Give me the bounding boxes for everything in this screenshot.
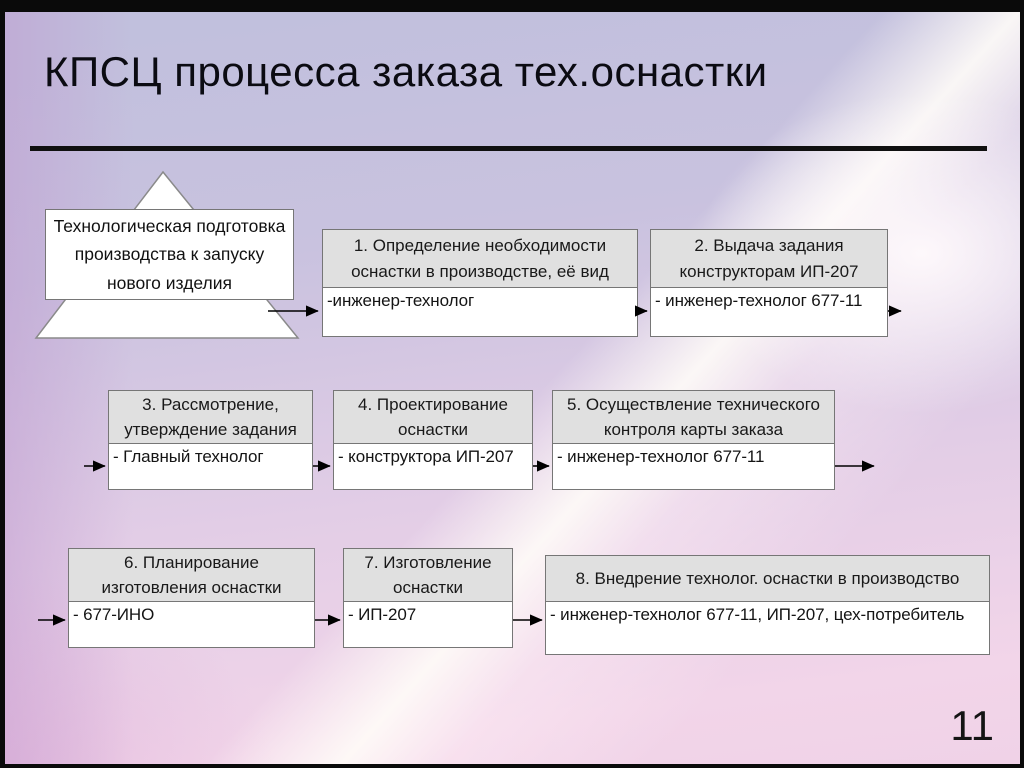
step-2-role: - инженер-технолог 677-11: [655, 291, 863, 310]
slide-frame-top: [0, 0, 1024, 12]
step-8-role: - инженер-технолог 677-11, ИП-207, цех-п…: [550, 605, 965, 624]
step-box-5: 5. Осуществление технического контроля к…: [552, 390, 835, 490]
callout: Технологическая подготовка производства …: [45, 209, 294, 300]
slide-frame-left: [0, 0, 5, 768]
step-box-7: 7. Изготовление оснастки - ИП-207: [343, 548, 513, 648]
step-box-4: 4. Проектирование оснастки - конструктор…: [333, 390, 533, 490]
step-1-role: -инженер-технолог: [327, 291, 475, 310]
step-4-role: - конструктора ИП-207: [338, 447, 514, 466]
step-6-title: 6. Планирование изготовления оснастки: [69, 549, 314, 602]
slide-frame-bottom: [0, 764, 1024, 768]
step-box-2: 2. Выдача задания конструкторам ИП-207 -…: [650, 229, 888, 337]
step-1-title: 1. Определение необходимости оснастки в …: [323, 230, 637, 288]
step-box-1: 1. Определение необходимости оснастки в …: [322, 229, 638, 337]
slide-frame-right: [1020, 0, 1024, 768]
step-5-title: 5. Осуществление технического контроля к…: [553, 391, 834, 444]
step-7-role: - ИП-207: [348, 605, 417, 624]
step-7-title: 7. Изготовление оснастки: [344, 549, 512, 602]
callout-triangle-shape: [34, 170, 300, 339]
callout-text: Технологическая подготовка производства …: [53, 215, 286, 293]
step-6-role: - 677-ИНО: [73, 605, 155, 624]
step-box-8: 8. Внедрение технолог. оснастки в произв…: [545, 555, 990, 655]
step-3-title: 3. Рассмотрение, утверждение задания: [109, 391, 312, 444]
step-5-role: - инженер-технолог 677-11: [557, 447, 765, 466]
title-underline: [30, 146, 987, 151]
step-8-title: 8. Внедрение технолог. оснастки в произв…: [546, 556, 989, 602]
slide-title: КПСЦ процесса заказа тех.оснастки: [44, 48, 768, 95]
step-2-title: 2. Выдача задания конструкторам ИП-207: [651, 230, 887, 288]
step-box-6: 6. Планирование изготовления оснастки - …: [68, 548, 315, 648]
step-box-3: 3. Рассмотрение, утверждение задания - Г…: [108, 390, 313, 490]
step-4-title: 4. Проектирование оснастки: [334, 391, 532, 444]
step-3-role: - Главный технолог: [113, 447, 264, 466]
page-number: 11: [950, 702, 994, 749]
